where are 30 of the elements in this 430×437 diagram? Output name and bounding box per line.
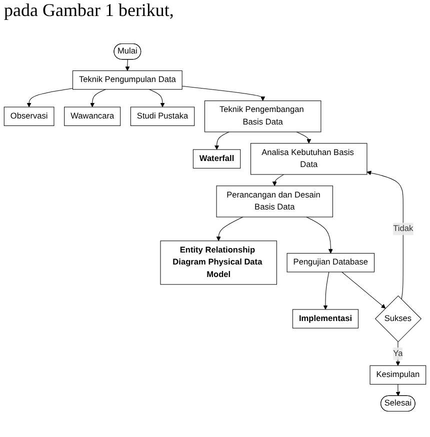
arrow xyxy=(296,132,312,144)
node-box: Teknik Pengumpulan Data xyxy=(72,70,182,90)
arrow xyxy=(216,216,244,242)
arrow xyxy=(323,272,330,310)
caption-text: pada Gambar 1 berikut, xyxy=(4,0,175,20)
arrow xyxy=(342,272,386,309)
node-box: Implementasi xyxy=(292,309,358,328)
node-box: Pengujian Database xyxy=(286,253,375,272)
edge-label: Tidak xyxy=(393,224,414,234)
arrow xyxy=(214,132,230,150)
node-box: Waterfall xyxy=(192,149,241,168)
arrow xyxy=(366,170,404,300)
node-box: Kesimpulan xyxy=(370,365,426,385)
arrow xyxy=(396,384,400,396)
arrow xyxy=(272,174,284,186)
node-box: Studi Pustaka xyxy=(130,106,195,126)
arrow xyxy=(90,89,106,108)
node-box: Teknik Pengembangan Basis Data xyxy=(204,100,322,132)
arrow xyxy=(182,86,266,101)
arrow xyxy=(26,88,73,108)
node-diamond: Sukses xyxy=(374,295,422,342)
arrow xyxy=(125,59,130,71)
arrow xyxy=(306,216,333,254)
arrow xyxy=(148,89,165,108)
node-box: Observasi xyxy=(4,106,54,126)
node-box: Entity Relationship Diagram Physical Data Model xyxy=(160,240,277,285)
node-box: Analisa Kebutuhan Basis Data xyxy=(250,143,368,175)
edge-label: Ya xyxy=(393,349,403,358)
node-box: Perancangan dan Desain Basis Data xyxy=(216,186,333,218)
node-box: Wawancara xyxy=(64,106,121,126)
